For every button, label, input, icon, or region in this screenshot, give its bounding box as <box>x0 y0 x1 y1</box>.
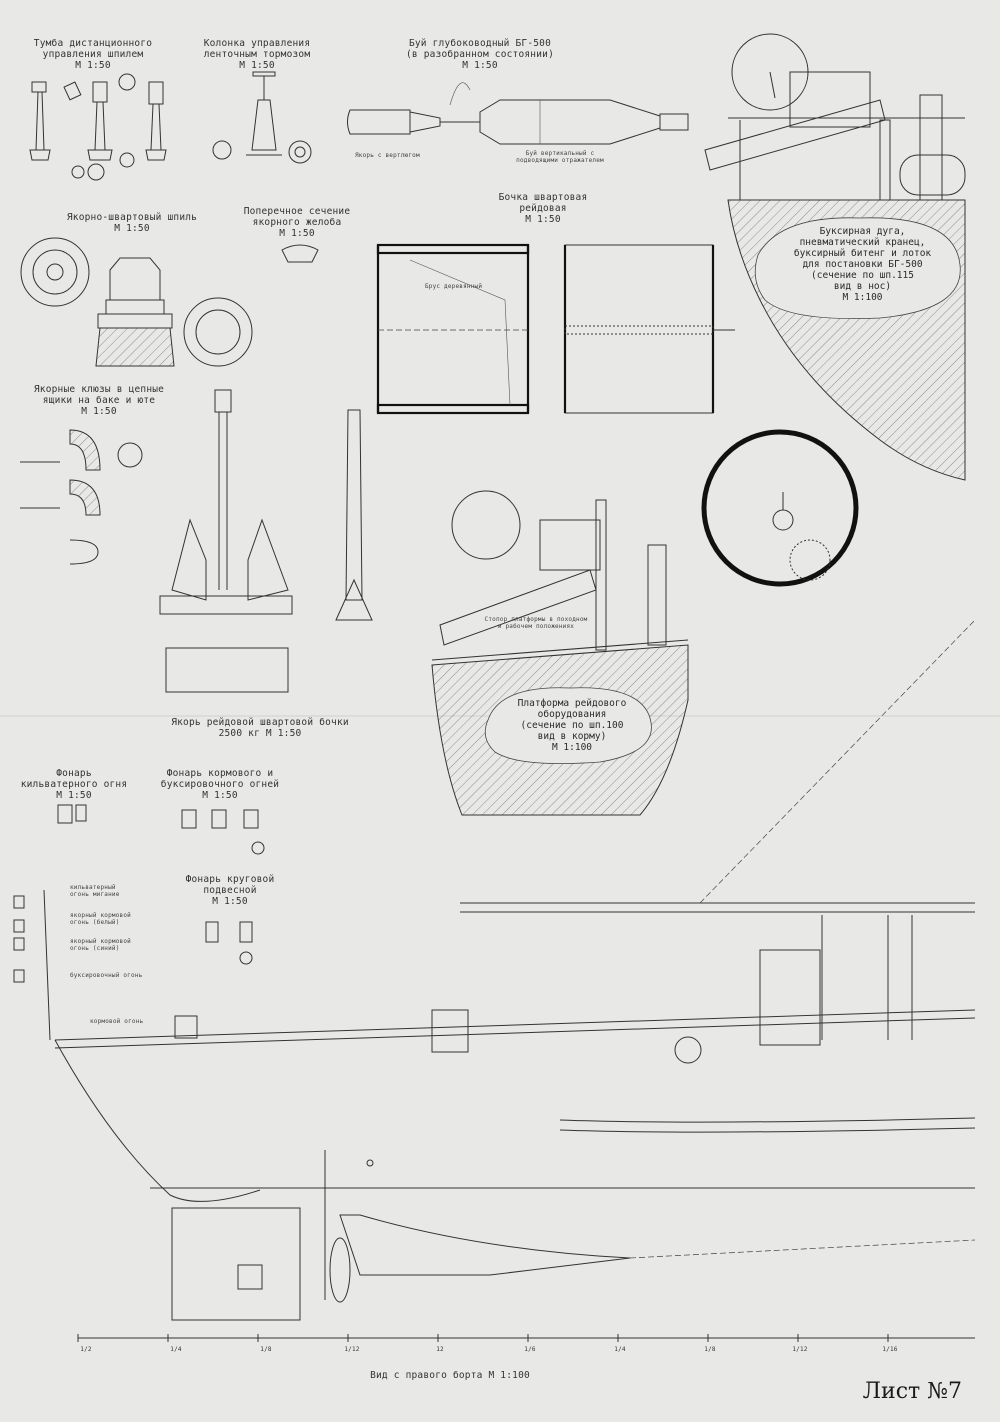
label-kolonka: Колонка управления ленточным тормозом М … <box>203 38 311 71</box>
label-side-view: Вид с правого борта М 1:100 <box>370 1370 530 1381</box>
label-platform-note: Стопор платформы в походном и рабочем по… <box>484 616 588 630</box>
label-buoy-note1: Якорь с вертлюгом <box>355 152 420 159</box>
label-hawse: Якорные клюзы в цепные ящики на баке и ю… <box>33 384 165 417</box>
scale-tick-7: 1/8 <box>704 1346 716 1353</box>
tumba-drawing <box>29 73 167 181</box>
label-light4: буксировочный огонь <box>70 972 143 979</box>
hull-side-view <box>54 619 976 1321</box>
label-lantern2: Фонарь кормового и буксировочного огней … <box>160 768 280 801</box>
label-towing: Буксирная дуга, пневматический кранец, б… <box>793 226 932 303</box>
scale-tick-5: 1/6 <box>524 1346 536 1353</box>
scale-tick-4: 12 <box>436 1346 444 1353</box>
scale-tick-3: 1/12 <box>344 1346 360 1353</box>
label-light5: кормовой огонь <box>90 1018 144 1025</box>
barrel-drawing <box>376 243 735 415</box>
scale-tick-0: 1/2 <box>80 1346 92 1353</box>
label-barrel: Бочка швартовая рейдовая М 1:50 <box>498 192 588 225</box>
ring-drawing <box>701 429 859 587</box>
label-anchor: Якорь рейдовой швартовой бочки 2500 кг М… <box>171 717 349 739</box>
anchor-drawing <box>159 389 373 693</box>
lantern-drawing <box>13 804 265 1041</box>
label-buoy: Буй глубоководный БГ-500 (в разобранном … <box>406 38 554 71</box>
hawse-drawing <box>20 429 143 565</box>
label-tumba: Тумба дистанционного управления шпилем М… <box>33 38 153 71</box>
label-lantern3: Фонарь круговой подвесной М 1:50 <box>185 874 275 907</box>
label-light1: кильватерный огонь мигание <box>70 884 120 898</box>
kolonka-drawing <box>212 71 312 164</box>
buoy-drawing <box>347 82 689 145</box>
label-capstan: Якорно-швартовый шпиль М 1:50 <box>66 212 198 234</box>
platform-section-drawing <box>431 490 689 816</box>
scale-tick-2: 1/8 <box>260 1346 272 1353</box>
scale-tick-1: 1/4 <box>170 1346 182 1353</box>
label-light2: якорный кормовой огонь (белый) <box>70 912 131 926</box>
scale-tick-6: 1/4 <box>614 1346 626 1353</box>
label-buoy-note2: Буй вертикальный с подводящими отражател… <box>516 150 604 164</box>
scale-tick-8: 1/12 <box>792 1346 808 1353</box>
towing-section-drawing <box>704 33 966 481</box>
scale-tick-9: 1/16 <box>882 1346 898 1353</box>
label-section: Поперечное сечение якорного желоба М 1:5… <box>243 206 351 239</box>
capstan-drawing <box>20 237 319 367</box>
label-light3: якорный кормовой огонь (синий) <box>70 938 131 952</box>
label-platform: Платформа рейдового оборудования (сечени… <box>517 698 627 753</box>
scale-bar <box>77 1334 975 1342</box>
sheet-number: Лист №7 <box>862 1379 962 1404</box>
label-brus: Брус деревянный <box>425 283 483 290</box>
label-lantern1: Фонарь кильватерного огня М 1:50 <box>20 768 128 801</box>
